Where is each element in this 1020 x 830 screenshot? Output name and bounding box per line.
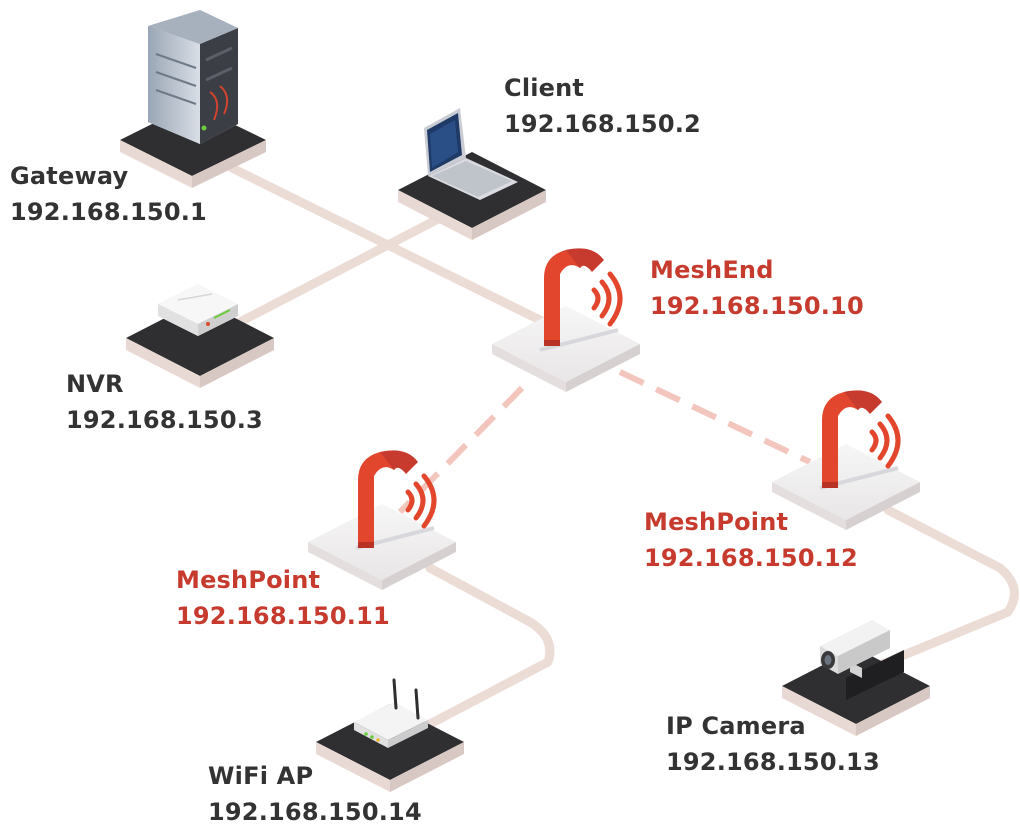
nvr-name: NVR	[66, 370, 124, 398]
label-ipcamera: IP Camera 192.168.150.13	[666, 708, 880, 780]
node-nvr[interactable]	[126, 284, 274, 388]
node-meshpoint12[interactable]	[772, 390, 920, 530]
laptop-icon	[424, 108, 518, 200]
ip-camera-icon	[820, 620, 904, 700]
wired-link-meshpoint12-ipcamera	[875, 505, 1019, 670]
label-nvr: NVR 192.168.150.3	[66, 366, 263, 438]
ipcamera-name: IP Camera	[666, 712, 806, 740]
wired-link-client-nvr	[235, 213, 445, 327]
label-client: Client 192.168.150.2	[504, 70, 701, 142]
node-meshend[interactable]	[492, 248, 640, 392]
client-name: Client	[504, 74, 585, 102]
node-ipcamera[interactable]	[782, 620, 930, 736]
meshpoint11-name: MeshPoint	[176, 566, 321, 594]
label-meshpoint12: MeshPoint 192.168.150.12	[644, 504, 858, 576]
wireless-link-meshend-meshpoint12	[618, 369, 812, 465]
nvr-ip: 192.168.150.3	[66, 406, 263, 434]
meshpoint11-ip: 192.168.150.11	[176, 602, 390, 630]
meshpoint12-name: MeshPoint	[644, 508, 789, 536]
label-meshpoint11: MeshPoint 192.168.150.11	[176, 562, 390, 634]
ipcamera-ip: 192.168.150.13	[666, 748, 880, 776]
node-gateway[interactable]	[120, 10, 266, 188]
label-gateway: Gateway 192.168.150.1	[10, 158, 207, 230]
nvr-box-icon	[158, 284, 238, 336]
mesh-radio-icon	[544, 248, 623, 346]
meshpoint12-ip: 192.168.150.12	[644, 544, 858, 572]
wireless-link-meshend-meshpoint11	[397, 385, 525, 515]
node-client[interactable]	[398, 108, 546, 240]
gateway-name: Gateway	[10, 162, 129, 190]
client-ip: 192.168.150.2	[504, 110, 701, 138]
wifiap-name: WiFi AP	[208, 762, 314, 790]
gateway-ip: 192.168.150.1	[10, 198, 207, 226]
label-wifiap: WiFi AP 192.168.150.14	[208, 758, 422, 830]
mesh-radio-icon	[358, 450, 437, 548]
wifiap-ip: 192.168.150.14	[208, 798, 422, 826]
wifi-router-icon	[354, 678, 428, 748]
label-meshend: MeshEnd 192.168.150.10	[650, 252, 864, 324]
meshend-name: MeshEnd	[650, 256, 774, 284]
node-meshpoint11[interactable]	[308, 450, 456, 590]
node-wifiap[interactable]	[316, 678, 464, 792]
wired-link-meshpoint11-wifiap	[425, 563, 555, 729]
wired-link-gateway-meshend	[227, 163, 565, 335]
server-rack-icon	[148, 10, 238, 144]
meshend-ip: 192.168.150.10	[650, 292, 864, 320]
mesh-radio-icon	[822, 390, 901, 488]
